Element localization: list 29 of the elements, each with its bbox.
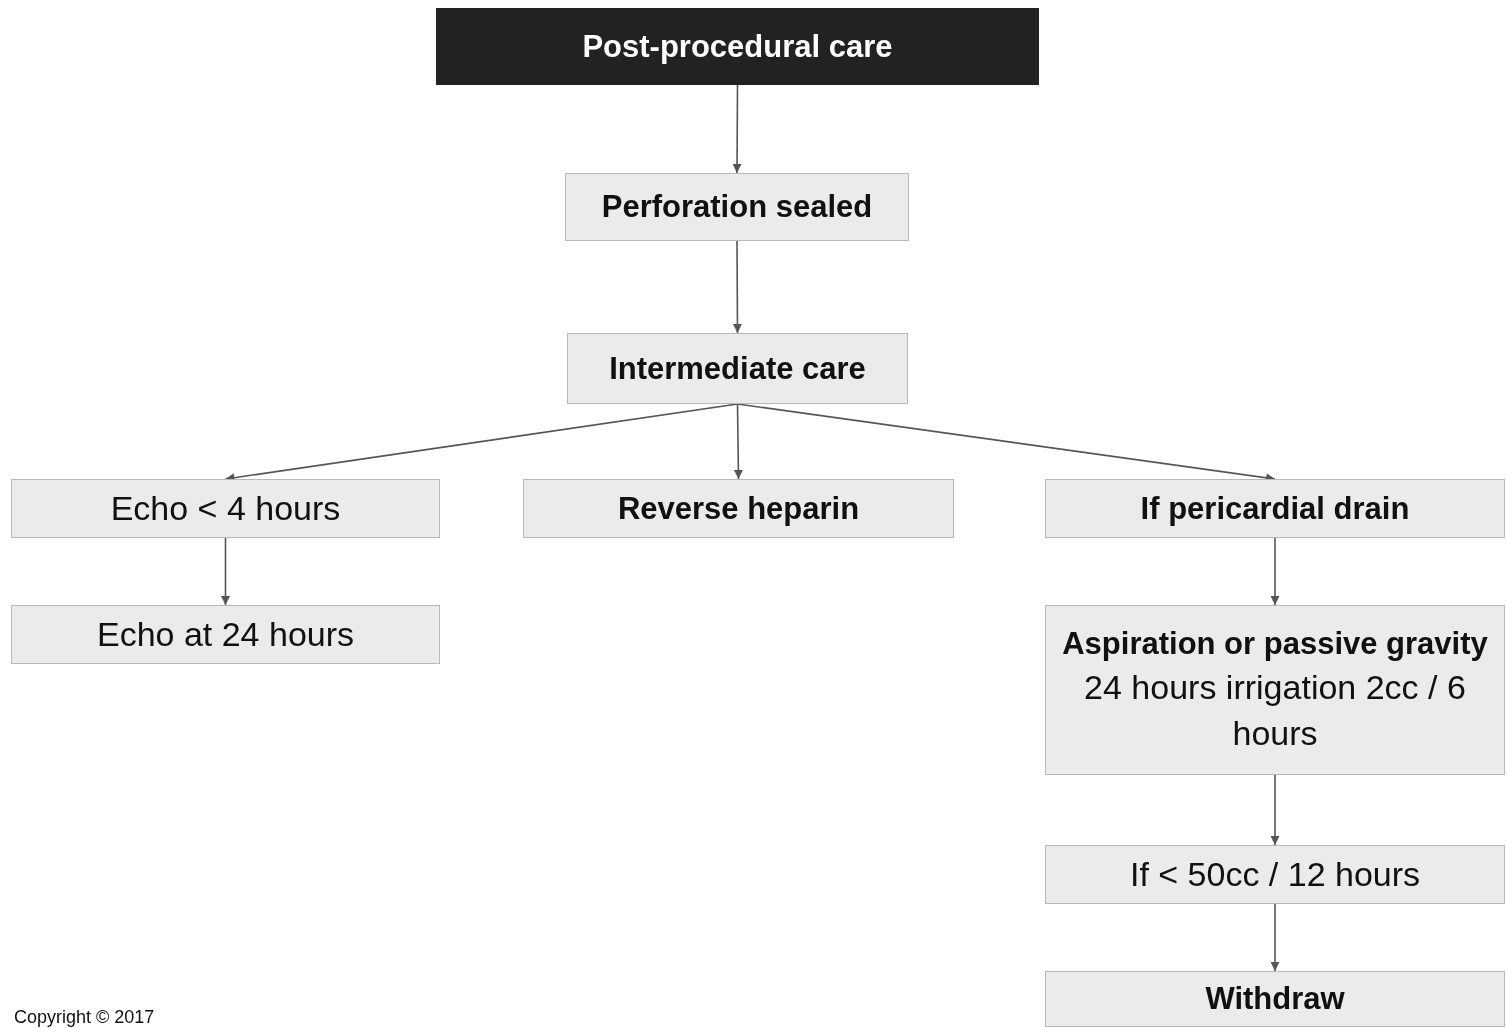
box-label: Aspiration or passive gravity: [1062, 625, 1488, 664]
box-label: 24 hours irrigation 2cc / 6 hours: [1083, 667, 1467, 754]
process-box: [1045, 845, 1505, 904]
box-label: Reverse heparin: [617, 489, 860, 528]
box-label: Echo < 4 hours: [110, 487, 341, 529]
process-box: [567, 333, 908, 404]
box-label: Post-procedural care: [582, 27, 893, 66]
process-box: [1045, 971, 1505, 1027]
process-box: [565, 173, 909, 241]
arrow: [1270, 774, 1280, 846]
process-box: [11, 605, 440, 664]
arrow: [1270, 537, 1280, 606]
process-box: [11, 479, 440, 538]
arrow: [732, 84, 742, 174]
box-label: Withdraw: [1205, 980, 1345, 1019]
box-label: If < 50cc / 12 hours: [1129, 853, 1421, 895]
arrow: [733, 403, 743, 480]
arrow: [1270, 903, 1280, 972]
box-label: Echo at 24 hours: [96, 613, 355, 655]
header-box: [436, 8, 1039, 85]
process-box: [1045, 479, 1505, 538]
copyright-note: Copyright © 2017: [14, 1007, 155, 1028]
process-box: [1045, 605, 1505, 775]
box-label: If pericardial drain: [1140, 489, 1410, 528]
process-box: [523, 479, 954, 538]
box-label: Intermediate care: [609, 349, 866, 388]
arrow: [221, 537, 230, 606]
box-label: Perforation sealed: [601, 188, 873, 227]
arrow: [732, 240, 742, 334]
